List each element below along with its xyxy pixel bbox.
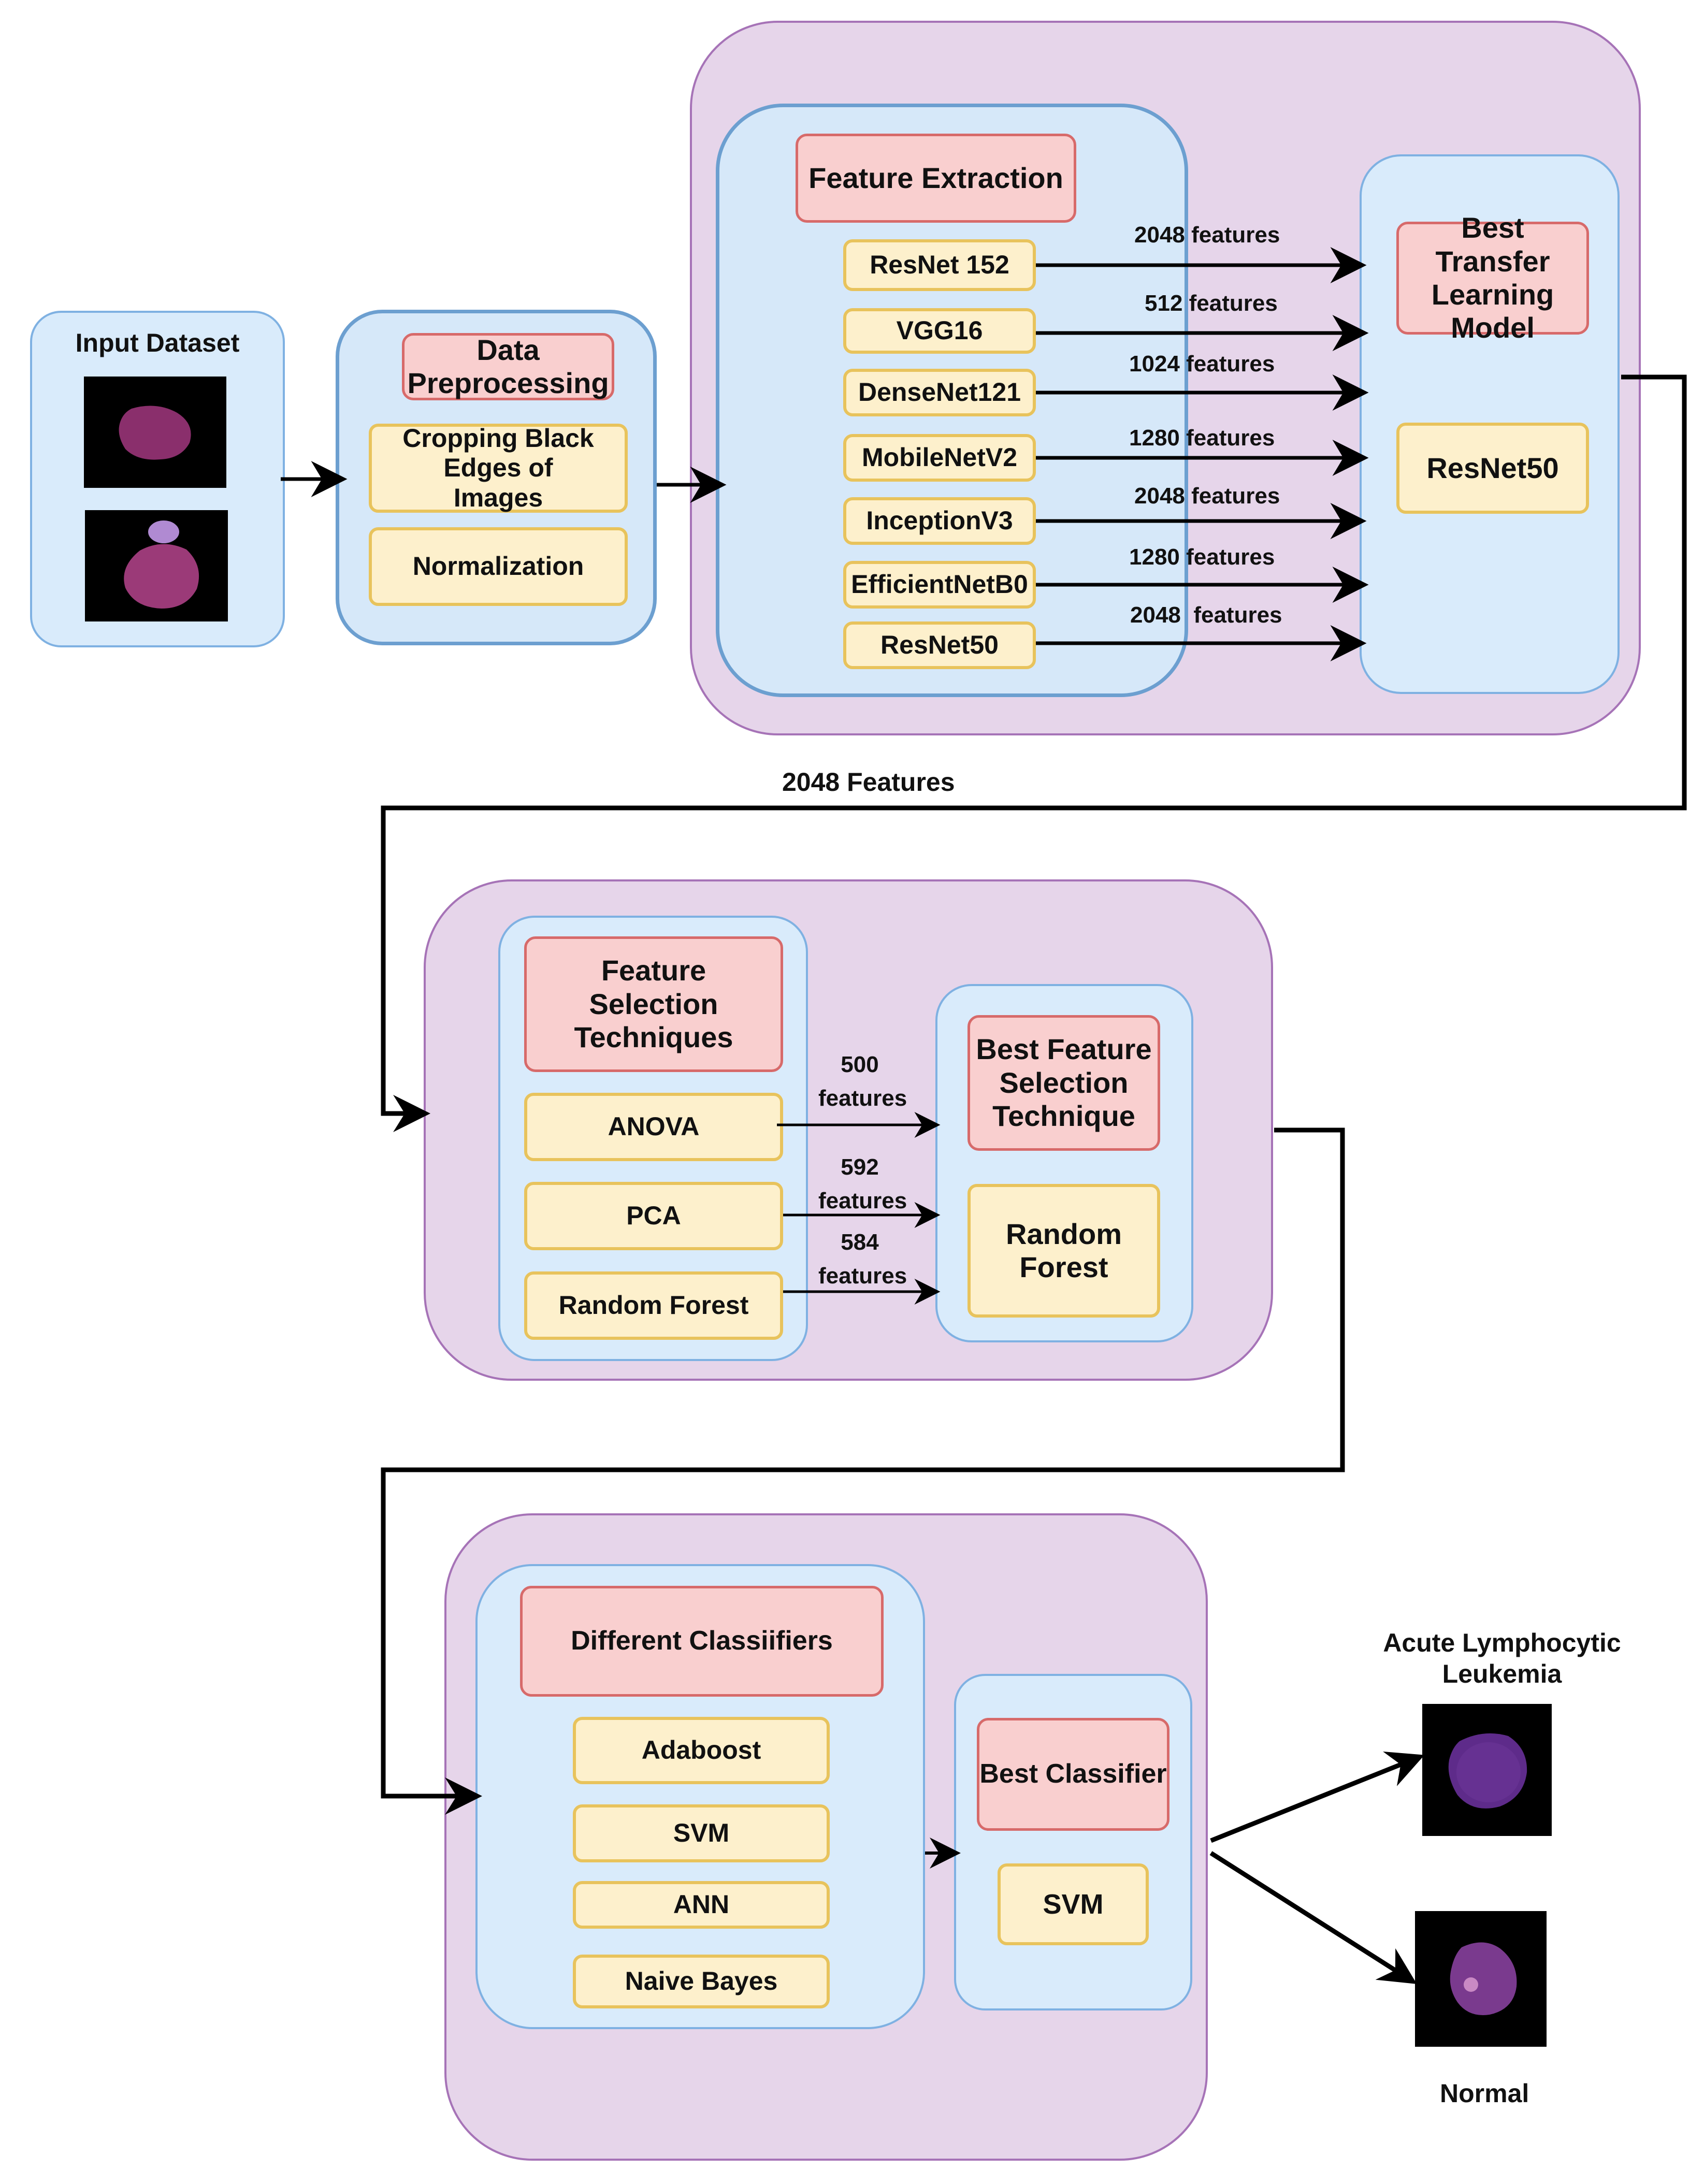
best-selection-title: Best Feature Selection Technique	[967, 1015, 1160, 1151]
feature-count-label: 1280 features	[1129, 544, 1275, 570]
feature-count-label: 2048 features	[1134, 222, 1280, 248]
arrow-to-leukemia	[1210, 1752, 1425, 1843]
classifier-svm: SVM	[573, 1804, 830, 1862]
preprocessing-title: Data Preprocessing	[402, 333, 614, 400]
model-densenet121: DenseNet121	[843, 369, 1036, 416]
selection-count-number: 500	[841, 1052, 879, 1077]
output-positive-label: Acute Lymphocytic Leukemia	[1383, 1628, 1621, 1688]
model-inceptionv3: InceptionV3	[843, 497, 1036, 545]
model-efficientnetb0: EfficientNetB0	[843, 561, 1036, 609]
best-transfer-title: Best Transfer Learning Model	[1396, 211, 1589, 344]
output-negative-label: Normal	[1440, 2079, 1529, 2108]
best-classifier-value: SVM	[998, 1863, 1149, 1945]
input-dataset-title: Input Dataset	[75, 328, 240, 357]
feature-count-label: 1024 features	[1129, 351, 1275, 377]
selection-count-number: 584	[841, 1230, 879, 1255]
classifiers-title: Different Classiifiers	[520, 1586, 884, 1697]
method-anova: ANOVA	[524, 1093, 783, 1161]
model-mobilenetv2: MobileNetV2	[843, 434, 1036, 482]
selection-count-number: 592	[841, 1154, 879, 1180]
feature-count-label: 2048 features	[1130, 602, 1282, 628]
input-cell-image-1	[84, 377, 226, 488]
feature-count-label: 1280 features	[1129, 425, 1275, 451]
selection-count-unit: features	[818, 1086, 907, 1111]
preprocessing-step: Cropping Black Edges of Images	[369, 424, 628, 513]
classifier-naive-bayes: Naive Bayes	[573, 1955, 830, 2008]
method-pca: PCA	[524, 1182, 783, 1250]
classifier-adaboost: Adaboost	[573, 1717, 830, 1784]
best-selection-value: Random Forest	[967, 1184, 1160, 1318]
selection-count-unit: features	[818, 1263, 907, 1289]
connector-selection-to-classification	[381, 1127, 1345, 1815]
best-transfer-value: ResNet50	[1396, 423, 1589, 514]
feature-count-label: 2048 features	[1134, 483, 1280, 509]
output-normal-image	[1415, 1911, 1547, 2047]
input-cell-image-2	[85, 510, 228, 621]
preprocessing-step: Normalization	[369, 527, 628, 606]
model-resnet50: ResNet50	[843, 621, 1036, 669]
model-resnet152: ResNet 152	[843, 239, 1036, 291]
feature-extraction-title: Feature Extraction	[796, 134, 1076, 223]
feature-count-label: 512 features	[1145, 291, 1278, 316]
method-random-forest: Random Forest	[524, 1271, 783, 1340]
best-classifier-title: Best Classifier	[977, 1718, 1169, 1831]
selection-count-unit: features	[818, 1188, 907, 1213]
model-vgg16: VGG16	[843, 308, 1036, 354]
arrow-to-normal	[1209, 1851, 1417, 1984]
connector-extraction-to-selection	[381, 374, 1687, 1132]
output-leukemia-image	[1422, 1704, 1552, 1836]
classifier-ann: ANN	[573, 1881, 830, 1929]
connector-label: 2048 Features	[782, 768, 955, 797]
feature-selection-title: Feature Selection Techniques	[524, 936, 783, 1072]
